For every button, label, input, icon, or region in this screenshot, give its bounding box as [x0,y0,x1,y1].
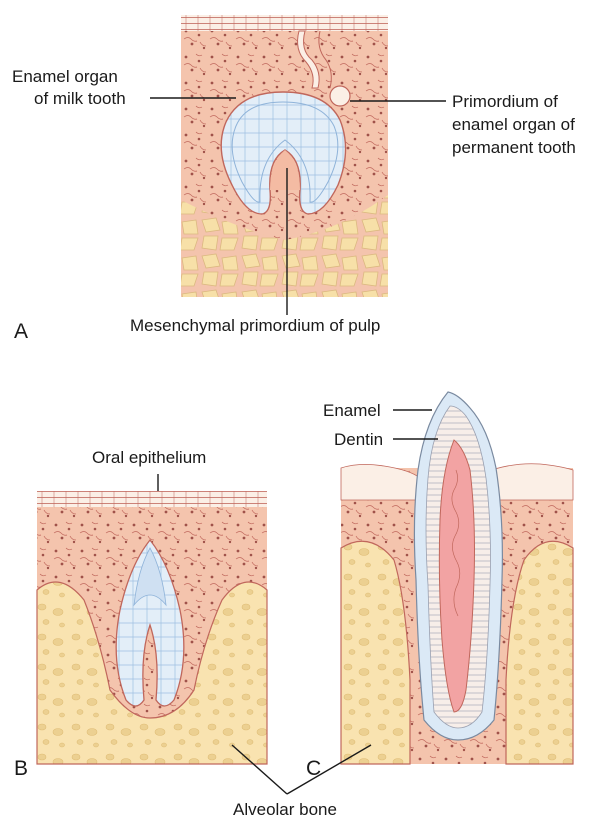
label-primordium-line2: enamel organ of [452,115,575,134]
label-primordium-line1: Primordium of [452,92,558,111]
panel-b-illustration [37,491,267,764]
leader-alveolar-bone-c [287,745,371,794]
label-enamel: Enamel [323,401,381,420]
panel-label-b: B [14,757,28,780]
label-mesenchymal-pulp: Mesenchymal primordium of pulp [130,316,380,335]
label-primordium-line3: permanent tooth [452,138,576,157]
label-oral-epithelium: Oral epithelium [92,448,206,467]
panel-a-illustration [181,15,388,297]
label-enamel-organ-milk-line1: Enamel organ [12,67,118,86]
label-dentin: Dentin [334,430,383,449]
panel-label-c: C [306,757,321,780]
label-enamel-organ-milk-line2: of milk tooth [34,89,126,108]
panel-label-a: A [14,320,28,343]
label-alveolar-bone: Alveolar bone [233,800,337,819]
